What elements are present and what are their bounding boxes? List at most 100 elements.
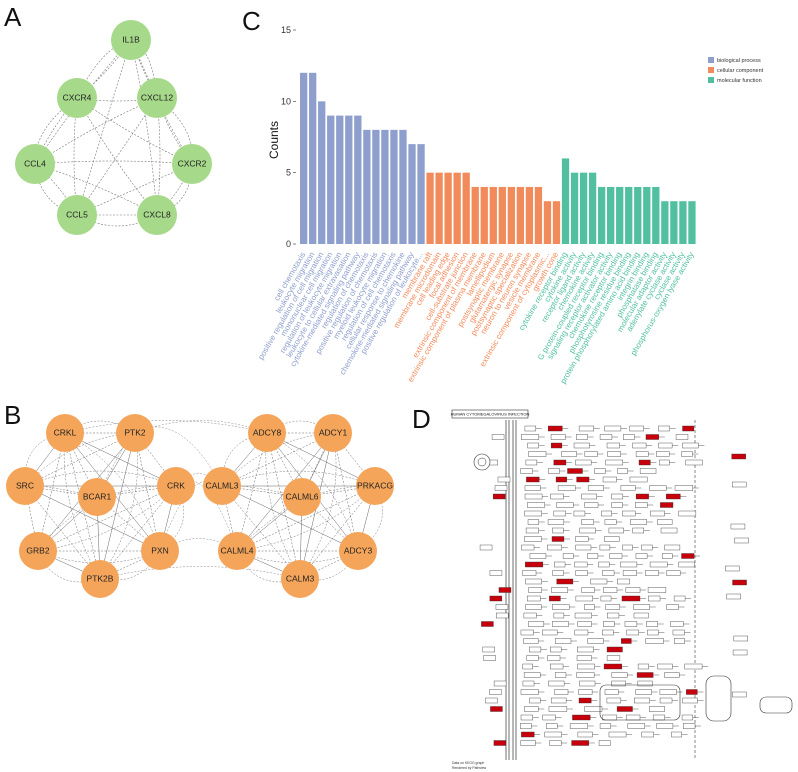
gene-box (637, 663, 649, 670)
gene-box (627, 723, 645, 729)
y-tick-label: 0 (286, 239, 291, 249)
network-b-edge (301, 432, 334, 498)
category-label: cytokine receptor binding (517, 251, 569, 333)
bar (426, 172, 434, 244)
gene-box (576, 655, 592, 661)
node-circle (137, 195, 177, 235)
gene-box (553, 612, 565, 619)
bar (525, 186, 534, 244)
gene-box (633, 604, 650, 610)
network-b-edge (24, 485, 98, 498)
gene-box (549, 663, 564, 670)
network-a-edges (34, 39, 193, 227)
node-circle (283, 478, 321, 516)
gene-box (664, 672, 680, 678)
gene-box (658, 442, 673, 449)
gene-box (603, 621, 615, 627)
gene-box (649, 561, 668, 568)
gene-box (520, 468, 533, 474)
gene-box (548, 706, 568, 712)
network-b-edge (24, 485, 161, 552)
node-label: GRB2 (26, 545, 49, 555)
gene-box (625, 714, 641, 721)
network-a-edge (76, 97, 158, 102)
node-label: PTK2B (87, 573, 114, 583)
network-a-edge (130, 39, 158, 216)
node-label: CXCR2 (178, 158, 207, 168)
gene-box (552, 604, 570, 610)
cell-shape (759, 696, 793, 714)
ligand-box (489, 689, 502, 695)
gene-box (675, 434, 689, 440)
gene-box (672, 629, 685, 636)
gene-box (520, 723, 532, 729)
ligand-box (491, 434, 505, 440)
bar (534, 186, 543, 244)
network-b-edge (266, 432, 376, 487)
gene-box (574, 612, 592, 619)
gene-box (573, 442, 590, 449)
bar (462, 172, 470, 244)
category-label: protein phosphorylated amino acid bindin… (559, 251, 642, 386)
gene-box (569, 723, 588, 729)
gene-box (552, 621, 569, 627)
gene-box (524, 706, 539, 712)
gene-box (525, 561, 544, 568)
gene-box (529, 697, 541, 704)
node-circle (203, 467, 241, 505)
network-b-edge (236, 432, 334, 552)
gene-box (666, 604, 679, 610)
panel-label-a: A (4, 2, 22, 32)
category-label: chemokine activity (556, 251, 596, 312)
network-b-edge (221, 485, 238, 552)
network-b-edge (159, 538, 238, 552)
gene-box (638, 459, 651, 466)
node-circle (57, 195, 97, 235)
gene-box (606, 442, 620, 449)
node-label: CCL5 (66, 209, 88, 219)
network-b-edge (96, 432, 136, 498)
bar (661, 201, 669, 244)
category-label: cell-substrate junction (423, 251, 469, 323)
gene-box (661, 553, 673, 559)
gene-box (526, 655, 539, 661)
gene-box (678, 510, 697, 517)
gene-box (587, 485, 604, 491)
legend-label: cellular component (717, 68, 764, 74)
gene-box (606, 655, 621, 661)
gene-box (552, 527, 564, 534)
gene-box (581, 519, 594, 525)
network-b-node-calml3: CALML3 (203, 467, 241, 505)
node-label: ADCY1 (319, 427, 348, 437)
gene-box (578, 689, 593, 695)
network-b-edge (221, 432, 268, 487)
node-label: PXN (151, 545, 168, 555)
gene-box (635, 451, 649, 457)
node-circle (141, 532, 179, 570)
bar (570, 172, 579, 244)
gene-box (555, 638, 572, 644)
gene-box (581, 493, 597, 500)
category-label: myeloid leukocyte migration (331, 251, 388, 341)
category-label: extrinsic component of cytoplasmic... (478, 251, 551, 369)
network-b-edge (266, 432, 301, 580)
ligand-box (493, 740, 507, 746)
network-b-edge (99, 550, 161, 581)
network-b-edge (265, 432, 301, 580)
gene-box (528, 451, 547, 457)
network-b-edge (159, 480, 223, 552)
node-label: CXCR4 (63, 92, 92, 102)
gene-box (646, 621, 658, 627)
network-b-node-grb2: GRB2 (19, 532, 57, 570)
network-b-edge (37, 432, 136, 552)
node-circle (137, 78, 177, 118)
bar (390, 129, 398, 244)
network-a-edge (130, 39, 158, 99)
network-a-node-ccl4: CCL4 (15, 144, 55, 184)
category-label: membrane microdomain (392, 251, 443, 330)
network-a-edge (76, 214, 158, 227)
network-b-edge (236, 485, 376, 552)
category-label: integrin binding (616, 251, 651, 302)
bar (597, 186, 606, 244)
gene-box (657, 663, 673, 670)
